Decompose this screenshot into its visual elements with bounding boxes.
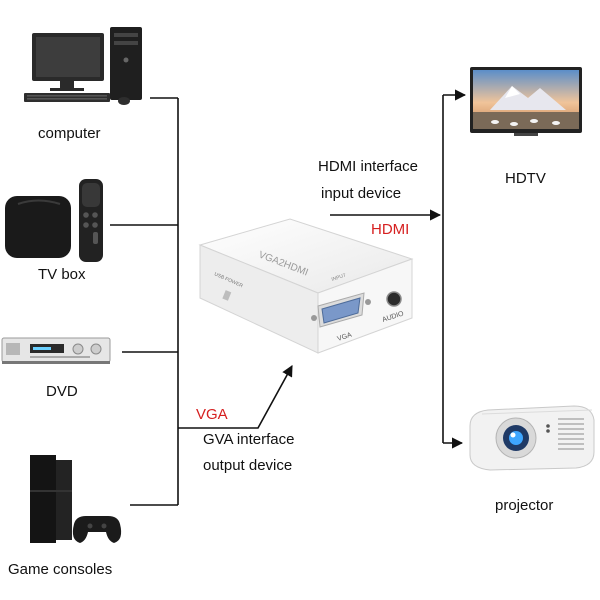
hdmi-tag: HDMI [371, 221, 410, 238]
output-bus-lines [442, 89, 467, 449]
vga-arrow [178, 365, 293, 429]
source-label-tv-box: TV box [38, 266, 86, 283]
audio-port [386, 291, 402, 307]
converter-vga-label: VGA [336, 332, 353, 343]
gva-interface-text: GVA interface [203, 431, 295, 448]
game-console-icon [30, 455, 122, 543]
projector-icon [469, 405, 595, 471]
source-bus-lines [110, 97, 179, 506]
hdtv-icon [470, 67, 582, 136]
vga-to-hdmi-converter: VGA2HDMI USB POWER VGA AUDIO INPUT [198, 218, 414, 354]
usb-port [222, 290, 232, 301]
vga-port [311, 292, 371, 328]
source-label-game-consoles: Game consoles [8, 561, 113, 578]
converter-input-label: INPUT [331, 273, 347, 283]
output-device-text: output device [203, 457, 293, 474]
output-label-hdtv: HDTV [505, 170, 546, 187]
hdmi-interface-text: HDMI interface [318, 158, 419, 175]
source-label-dvd: DVD [46, 383, 78, 400]
tv-box-icon [5, 179, 103, 262]
input-device-text: input device [321, 185, 402, 202]
output-label-projector: projector [495, 497, 554, 514]
computer-icon [24, 27, 142, 105]
vga-tag: VGA [196, 406, 228, 423]
source-label-computer: computer [38, 125, 101, 142]
dvd-player-icon [1, 337, 111, 364]
